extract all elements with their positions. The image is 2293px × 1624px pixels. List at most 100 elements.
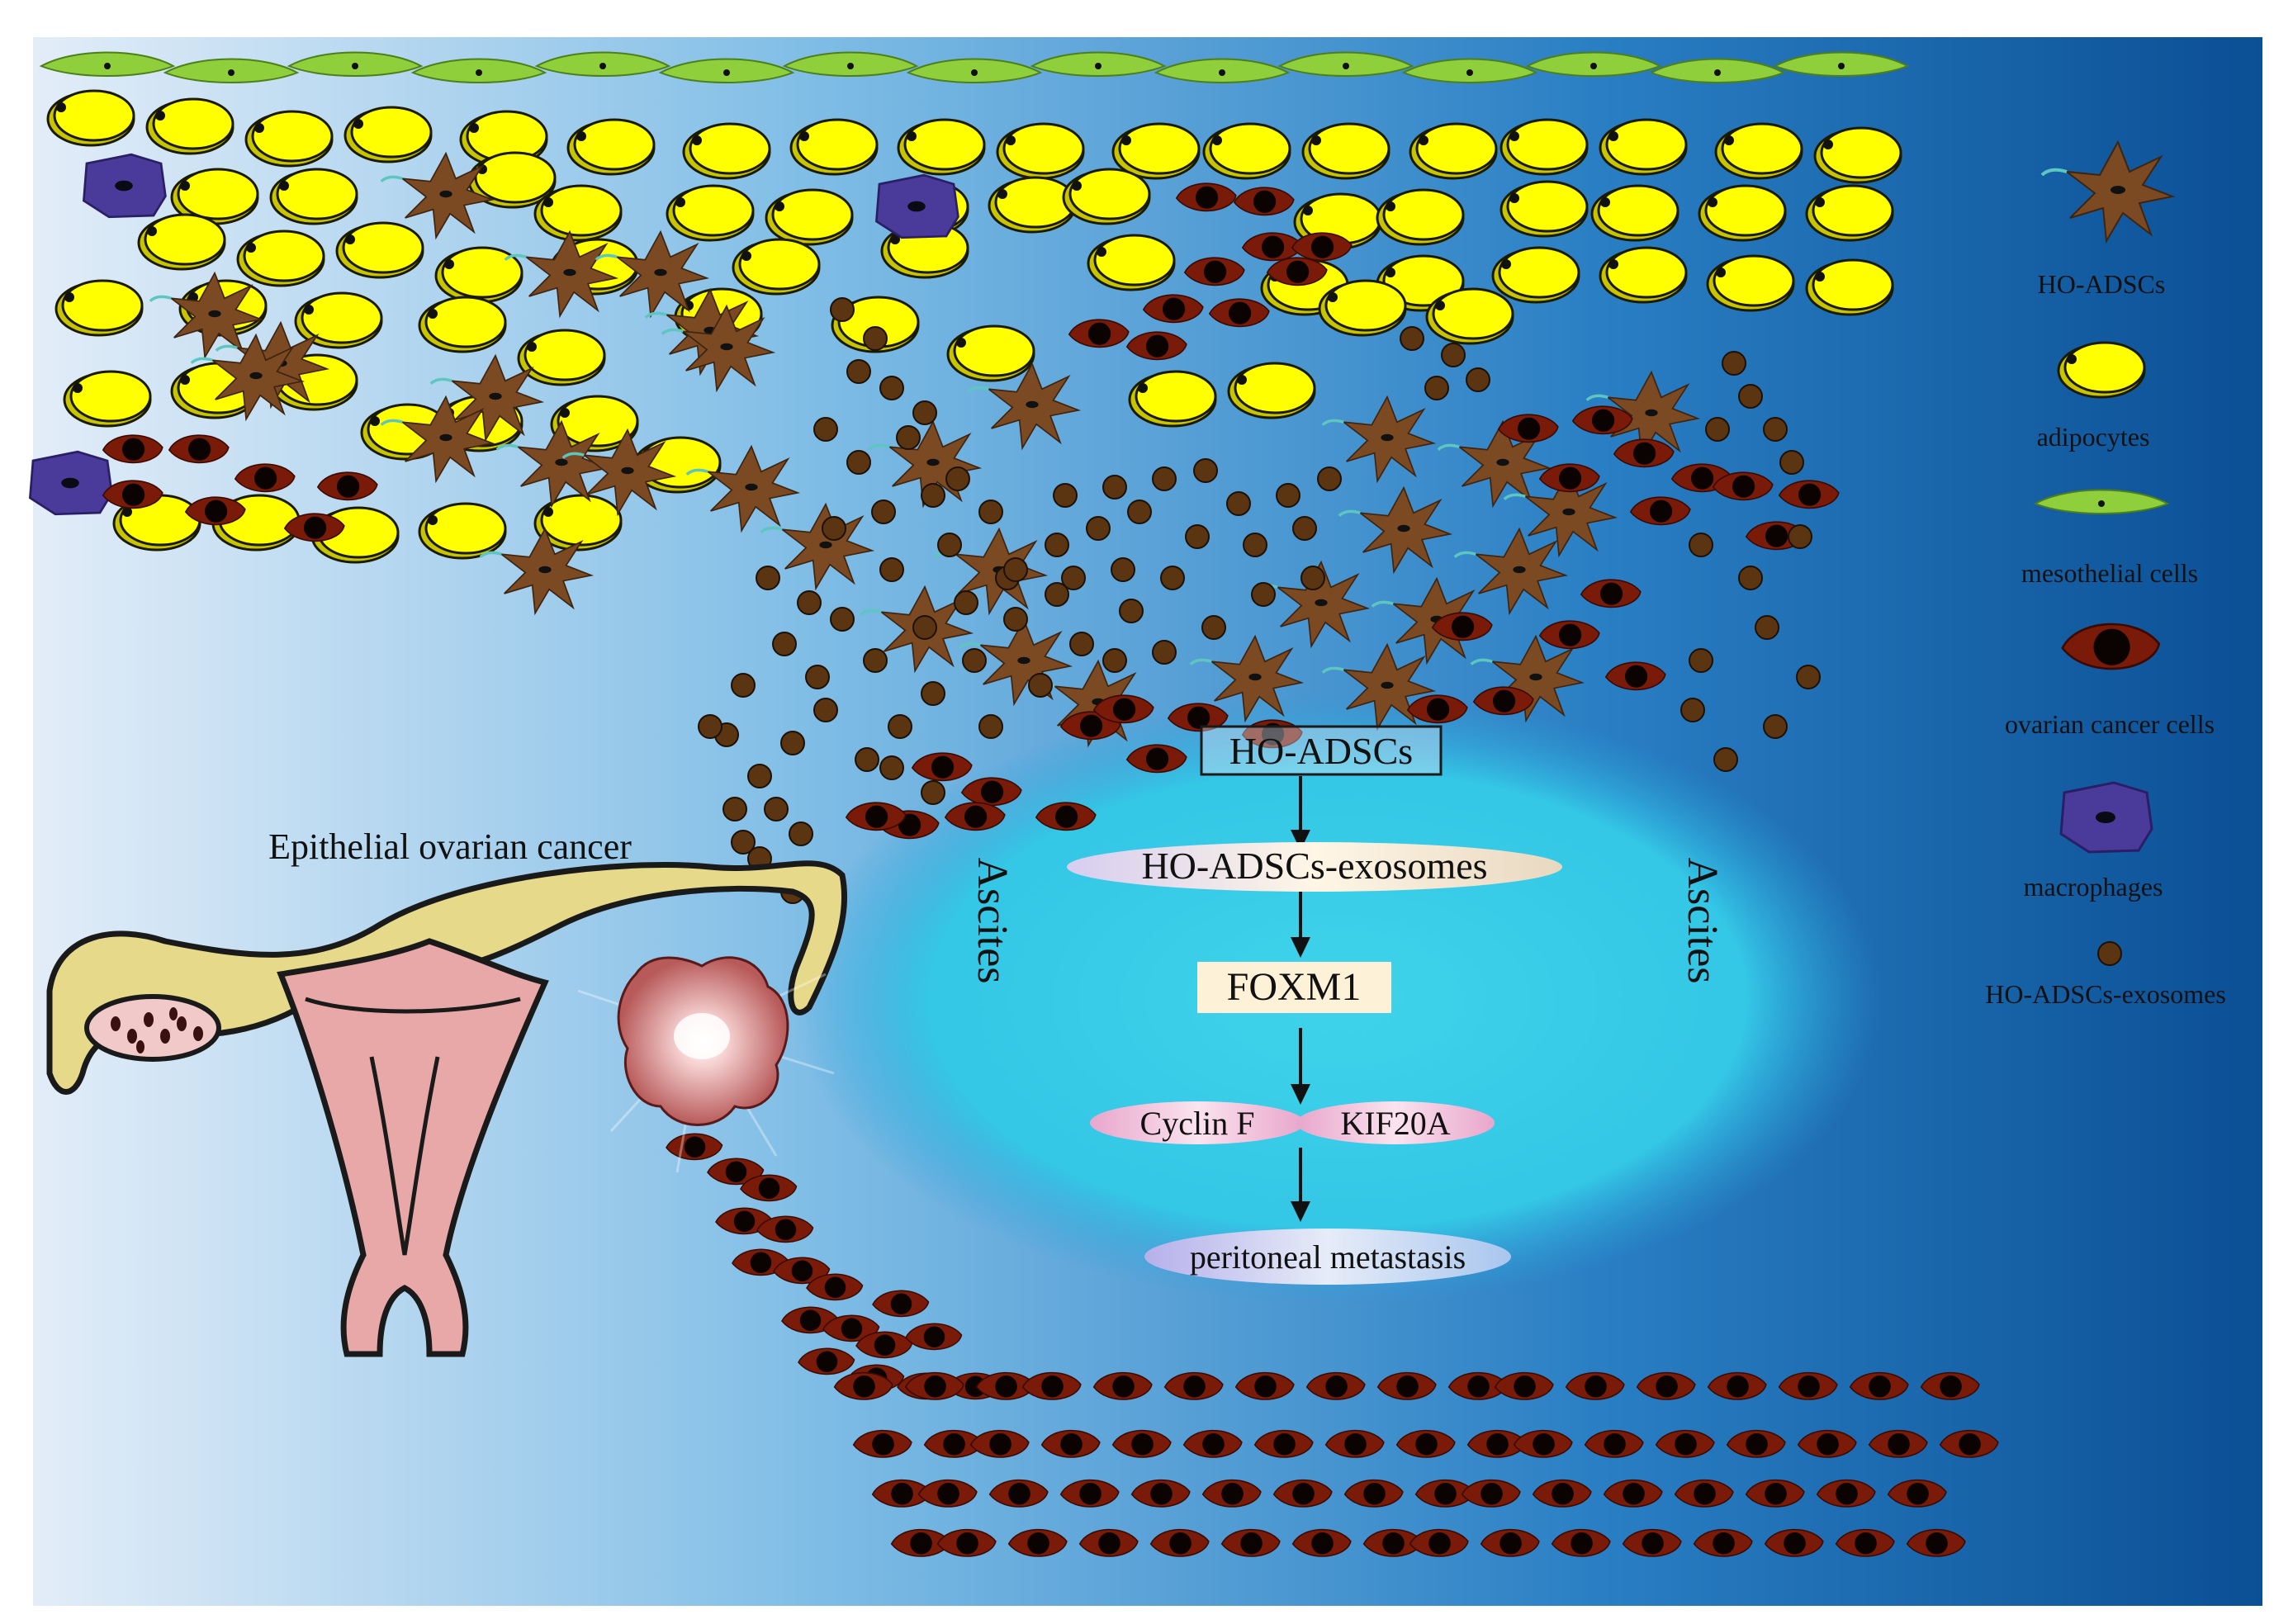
uterus-illustration xyxy=(46,860,848,1357)
exosome-particle xyxy=(1226,491,1251,516)
adipocyte-cell xyxy=(1128,370,1217,428)
exosomes-step-label: HO-ADSCs-exosomes xyxy=(1141,845,1487,887)
ho-adscs-box xyxy=(1200,725,1443,776)
exosome-particle xyxy=(830,607,855,632)
exosome-particle xyxy=(1763,714,1788,739)
adipocyte-cell xyxy=(236,230,325,287)
kif20a-label: KIF20A xyxy=(1340,1105,1450,1142)
adipocyte-cell xyxy=(1376,188,1465,246)
ascites-label-right: Ascites xyxy=(1679,857,1726,983)
exosome-particle xyxy=(731,673,756,698)
adipocyte-cell xyxy=(1714,122,1803,180)
adipocyte-cell xyxy=(1805,258,1894,316)
adipocyte-cell xyxy=(732,238,821,296)
exosome-particle xyxy=(879,376,904,400)
adipocyte-cell xyxy=(145,97,235,155)
exosome-particle xyxy=(912,615,937,640)
adipocyte-cell xyxy=(1087,234,1176,291)
exosome-particle xyxy=(888,714,912,739)
legend-item-ho-adscs: HO-ADSCs xyxy=(2038,140,2174,299)
adipocyte-cell xyxy=(1706,254,1795,312)
adipocyte-cell xyxy=(1499,118,1589,176)
adipocyte-cell xyxy=(765,188,854,246)
legend-label-adipocytes: adipocytes xyxy=(2037,422,2150,452)
exosome-particle xyxy=(805,665,830,689)
adipocyte-cell xyxy=(1409,122,1498,180)
legend-item-mesothelial: mesothelial cells xyxy=(2021,489,2198,588)
legend-label-macrophages: macrophages xyxy=(2024,872,2163,902)
exosome-particle xyxy=(937,533,962,557)
exosome-particle xyxy=(879,557,904,582)
exosome-particle xyxy=(978,714,1003,739)
adipocyte-cell xyxy=(682,122,771,180)
exosome-particle xyxy=(921,780,945,805)
kif20a-pill xyxy=(1296,1101,1495,1144)
exosome-particle xyxy=(722,797,747,821)
exosome-particle xyxy=(1466,367,1490,392)
exosome-particle xyxy=(1424,376,1449,400)
exosome-particle xyxy=(1152,640,1177,665)
exosome-particle xyxy=(863,326,888,351)
adipocyte-cell xyxy=(1813,126,1902,184)
exosome-particle xyxy=(1045,582,1069,607)
exosome-particle xyxy=(830,297,855,322)
exosome-particle xyxy=(1201,615,1226,640)
exosome-particle xyxy=(756,566,780,590)
exosome-particle xyxy=(1755,615,1779,640)
adipocyte-cell xyxy=(1698,184,1787,242)
tumor-illustration xyxy=(577,956,835,1173)
exosome-particle xyxy=(1111,557,1135,582)
legend-label-cancer: ovarian cancer cells xyxy=(2005,709,2215,739)
exosomes-step-pill xyxy=(1067,842,1562,892)
exosome-particle xyxy=(1003,557,1028,582)
exosome-particle xyxy=(1053,483,1078,508)
exosome-particle xyxy=(945,466,970,491)
exosome-particle xyxy=(780,731,805,755)
exosome-particle xyxy=(813,417,838,442)
adipocyte-cell xyxy=(1499,180,1589,238)
adipocyte-cell xyxy=(1491,246,1580,304)
exosome-particle xyxy=(813,698,838,722)
legend-label-exosomes: HO-ADSCs-exosomes xyxy=(1985,979,2226,1009)
exosome-particle xyxy=(912,400,937,425)
exosome-particle xyxy=(1276,483,1300,508)
adipocyte-cell xyxy=(1805,184,1894,242)
exosome-particle xyxy=(822,516,846,541)
adipocyte-cell xyxy=(63,370,152,428)
adipocyte-cell xyxy=(1227,362,1316,419)
adipocyte-cell xyxy=(418,296,507,353)
exosome-particle xyxy=(962,648,987,673)
cyclin-f-pill xyxy=(1090,1101,1305,1144)
exosome-particle xyxy=(1713,747,1738,772)
pathway-flow: HO-ADSCs HO-ADSCs-exosomes FOXM1 Cyclin … xyxy=(1067,725,1562,1285)
exosome-particle xyxy=(879,755,904,780)
adipocyte-cell xyxy=(1599,118,1688,176)
adipocyte-cell xyxy=(1590,184,1679,242)
exosome-particle xyxy=(1045,533,1069,557)
adipocyte-cell xyxy=(533,184,623,242)
exosome-particle xyxy=(797,590,822,615)
exosome-particle xyxy=(1119,599,1144,623)
epithelial-ovarian-cancer-label: Epithelial ovarian cancer xyxy=(268,826,632,867)
exosome-particle xyxy=(1292,516,1317,541)
exosome-particle xyxy=(1680,698,1705,722)
legend: HO-ADSCs adipocytes mesothelial cells ov… xyxy=(1985,140,2226,1009)
exosome-particle xyxy=(1102,648,1127,673)
adipocyte-cell xyxy=(946,324,1035,382)
adipocyte-cell xyxy=(666,184,755,242)
exosome-particle xyxy=(1689,533,1713,557)
adipocyte-cell xyxy=(988,176,1077,234)
legend-item-macrophages: macrophages xyxy=(2024,781,2163,902)
adipocyte-cell xyxy=(54,279,144,337)
macrophage-cell xyxy=(29,450,113,516)
legend-item-exosomes: HO-ADSCs-exosomes xyxy=(1985,941,2226,1009)
adipocyte-cell xyxy=(137,213,226,271)
exosome-particle xyxy=(1779,450,1804,475)
legend-label-ho-adscs: HO-ADSCs xyxy=(2038,269,2166,299)
exosome-particle xyxy=(1400,326,1424,351)
adipocyte-cell xyxy=(897,118,986,176)
macrophage-cell xyxy=(83,153,167,219)
adipocyte-cell xyxy=(343,106,433,163)
exosome-particle xyxy=(1317,466,1342,491)
exosome-particle xyxy=(1738,384,1763,409)
